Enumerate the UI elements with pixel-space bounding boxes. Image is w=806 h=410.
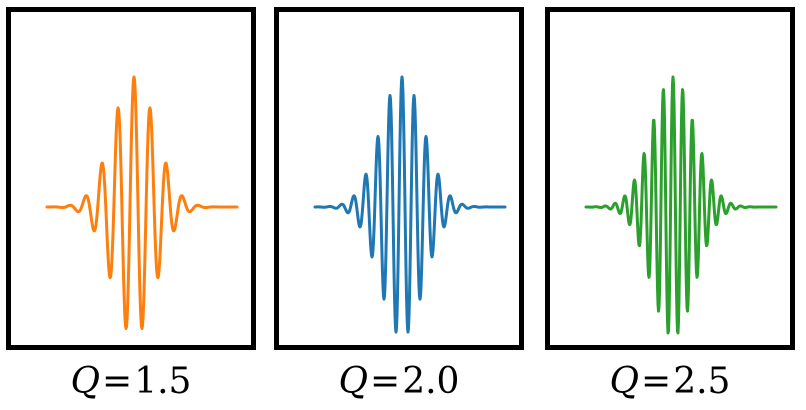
wavelet-plot-q-1-5	[45, 75, 239, 330]
q-label-1-5: Q=1.5	[6, 360, 256, 404]
q-symbol: Q	[70, 361, 101, 402]
wavelet-curve-q-2-5	[584, 75, 778, 335]
equals-sign: =	[370, 361, 401, 402]
q-value: 2.5	[673, 361, 731, 402]
wavelet-panel-q-2-0	[274, 7, 524, 350]
wavelet-panel-q-2-5	[545, 7, 795, 350]
q-label-2-0: Q=2.0	[274, 360, 524, 404]
q-value: 2.0	[402, 361, 460, 402]
wavelet-curve-q-1-5	[45, 75, 239, 330]
q-value: 1.5	[134, 361, 192, 402]
wavelet-curve-q-2-0	[313, 75, 507, 334]
q-symbol: Q	[338, 361, 369, 402]
q-label-2-5: Q=2.5	[545, 360, 795, 404]
equals-sign: =	[102, 361, 133, 402]
equals-sign: =	[641, 361, 672, 402]
wavelet-panel-q-1-5	[6, 7, 256, 350]
wavelet-plot-q-2-0	[313, 75, 507, 334]
wavelet-plot-q-2-5	[584, 75, 778, 335]
q-symbol: Q	[609, 361, 640, 402]
